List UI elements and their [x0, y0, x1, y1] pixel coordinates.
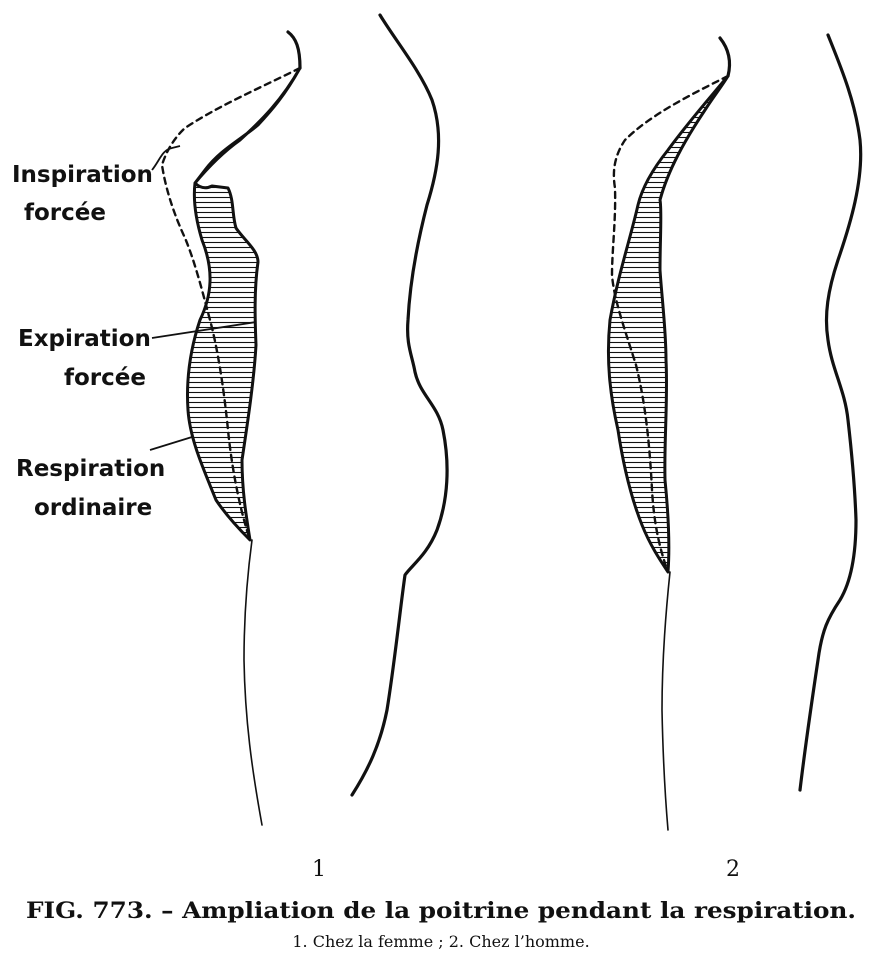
caption-subtitle: 1. Chez la femme ; 2. Chez l’homme.: [292, 932, 589, 951]
caption-title: FIG. 773. – Ampliation de la poitrine pe…: [26, 898, 856, 924]
forced-inspiration-dashed-2: [610, 74, 730, 574]
label-expiration-line2: forcée: [64, 365, 146, 391]
respiration-band-2: [606, 74, 730, 574]
back-contour-1: [350, 13, 449, 797]
label-expiration-line1: Expiration: [18, 326, 151, 352]
label-inspiration-line2: forcée: [24, 200, 106, 226]
neck-line-2: [718, 36, 732, 78]
leader-expiration: [151, 321, 257, 339]
leader-inspiration: [151, 145, 181, 171]
label-respiration: Respiration ordinaire: [16, 456, 165, 521]
lower-body-line-1: [243, 539, 263, 826]
panel-number-1: 1: [312, 857, 326, 882]
label-respiration-line2: ordinaire: [34, 495, 152, 521]
leader-respiration: [149, 436, 193, 451]
panel-2-man: [606, 33, 863, 831]
forced-inspiration-dashed-1: [160, 66, 302, 542]
lower-body-line-2: [661, 571, 671, 831]
neck-line-1: [286, 30, 302, 70]
label-expiration: Expiration forcée: [18, 326, 151, 391]
label-inspiration: Inspiration forcée: [12, 162, 153, 226]
label-respiration-line1: Respiration: [16, 456, 165, 482]
respiration-band-1: [186, 66, 302, 542]
panel-number-2: 2: [726, 857, 740, 882]
back-contour-2: [798, 33, 863, 792]
panel-1-woman: [149, 13, 449, 826]
label-inspiration-line1: Inspiration: [12, 162, 153, 188]
